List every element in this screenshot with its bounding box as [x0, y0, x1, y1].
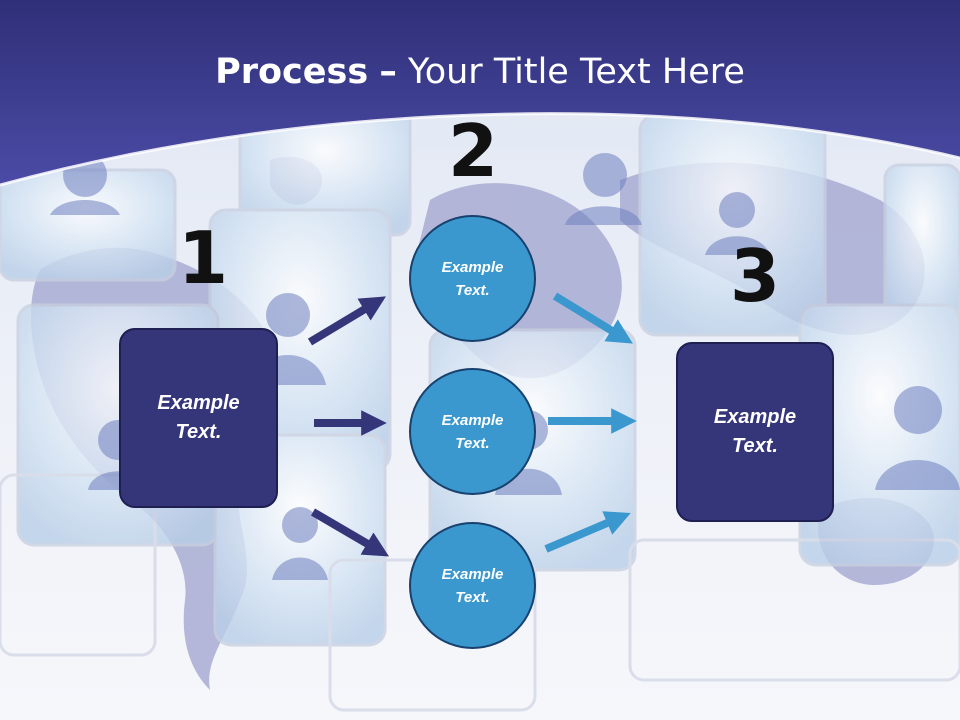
- slide-title: Process – Your Title Text Here: [0, 52, 960, 92]
- arrow-right-down: [552, 292, 633, 344]
- step-number-1: 1: [178, 216, 229, 300]
- circle-bottom-line2: Text.: [455, 588, 490, 606]
- right-process-box: Example Text.: [676, 342, 834, 522]
- circle-top-line2: Text.: [455, 281, 490, 299]
- title-bold: Process: [215, 52, 369, 92]
- arrow-left-down: [310, 508, 390, 557]
- arrow-right-up: [544, 511, 631, 553]
- circle-middle-line2: Text.: [455, 434, 490, 452]
- left-box-line2: Text.: [175, 421, 222, 443]
- circle-top-line1: Example: [441, 258, 504, 276]
- arrow-left-up: [307, 296, 386, 346]
- circle-bottom-line1: Example: [441, 565, 504, 583]
- right-box-line1: Example: [713, 406, 797, 428]
- title-rest: Your Title Text Here: [407, 52, 745, 92]
- circle-middle-line1: Example: [441, 411, 504, 429]
- circle-bottom: Example Text.: [409, 522, 536, 649]
- title-dash: –: [379, 52, 397, 92]
- left-box-line1: Example: [157, 392, 240, 414]
- left-process-box: Example Text.: [119, 328, 278, 508]
- right-box-line2: Text.: [732, 435, 778, 457]
- circle-top: Example Text.: [409, 215, 536, 342]
- step-number-2: 2: [448, 109, 499, 193]
- circle-middle: Example Text.: [409, 368, 536, 495]
- header-band: [0, 0, 960, 185]
- header-highlight: [0, 112, 960, 187]
- step-number-3: 3: [730, 234, 781, 318]
